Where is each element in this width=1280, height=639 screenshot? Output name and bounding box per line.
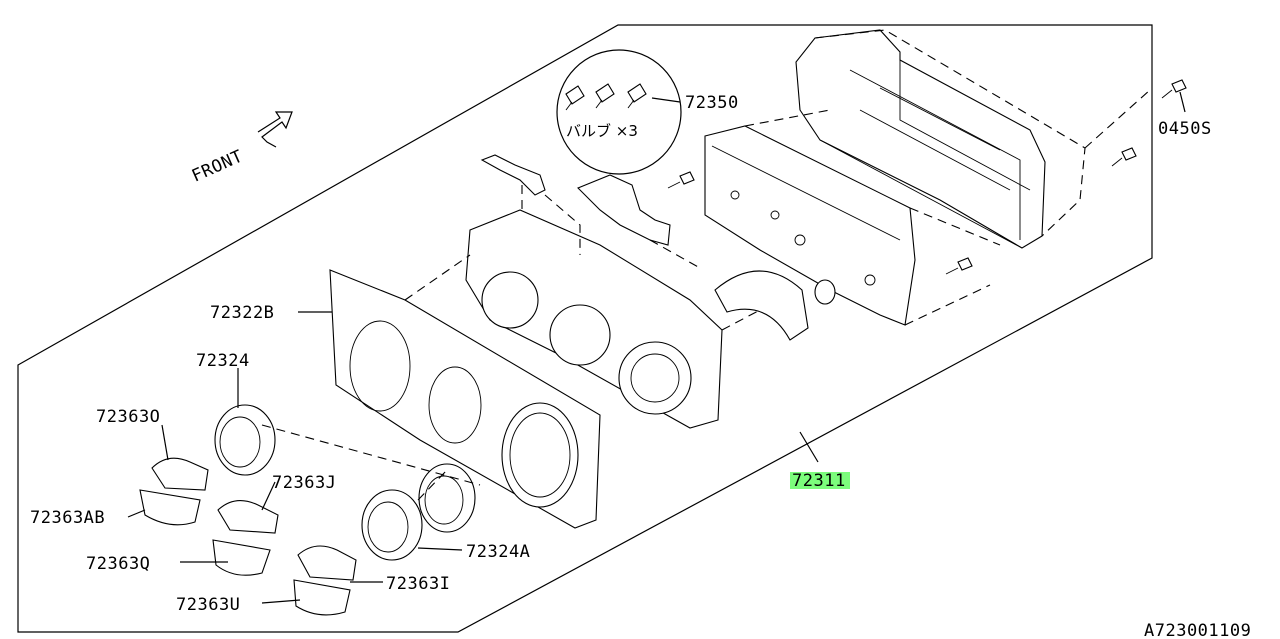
screw-icon bbox=[945, 257, 973, 275]
bracket bbox=[480, 154, 546, 196]
screw-icon bbox=[1111, 147, 1137, 167]
screw-icon bbox=[1161, 79, 1187, 99]
part-label-0450s: 0450S bbox=[1158, 119, 1212, 139]
screw-icon bbox=[667, 171, 695, 189]
knob-72363ab bbox=[139, 489, 201, 526]
knob-72363u bbox=[293, 579, 351, 616]
knob-ring-72324a bbox=[361, 489, 423, 561]
main-housing bbox=[465, 209, 723, 429]
knob-ring bbox=[418, 463, 476, 533]
drawing-id: A723001109 bbox=[1144, 621, 1251, 639]
bulb-note: バルブ ×3 bbox=[566, 122, 638, 140]
part-label-72311: 72311 bbox=[792, 471, 846, 491]
assembly-lines bbox=[261, 29, 1151, 501]
part-label-72322b: 72322B bbox=[210, 303, 274, 323]
assembly-boundary bbox=[17, 24, 1153, 633]
knob-72363i bbox=[297, 545, 357, 581]
front-arrow-icon bbox=[257, 111, 293, 148]
part-label-72363o: 72363O bbox=[96, 407, 160, 427]
knob-72363q bbox=[212, 539, 271, 576]
part-label-72363q: 72363Q bbox=[86, 554, 150, 574]
bulb-callout: バルブ ×3 bbox=[556, 49, 682, 175]
arc-panel bbox=[714, 270, 809, 341]
part-label-72363i: 72363I bbox=[386, 574, 450, 594]
knob-72363o bbox=[151, 457, 209, 491]
rear-housing bbox=[795, 29, 1046, 249]
part-label-72350: 72350 bbox=[685, 93, 739, 113]
leader-lines bbox=[127, 91, 1186, 604]
part-label-72363ab: 72363AB bbox=[30, 508, 105, 528]
washer bbox=[814, 279, 836, 305]
bracket bbox=[577, 174, 671, 246]
knob-72363j bbox=[217, 499, 279, 534]
bulb-icon bbox=[565, 85, 585, 111]
front-label: FRONT bbox=[189, 146, 246, 186]
bulb-icon bbox=[627, 83, 647, 109]
part-label-72324a: 72324A bbox=[466, 542, 530, 562]
front-indicator: FRONT bbox=[189, 111, 293, 187]
part-label-72363j: 72363J bbox=[272, 473, 336, 493]
knob-ring-72324 bbox=[214, 404, 276, 476]
part-highlight bbox=[790, 472, 850, 489]
bulb-icon bbox=[595, 83, 615, 109]
front-bezel bbox=[329, 269, 601, 529]
part-label-72363u: 72363U bbox=[176, 595, 240, 615]
circuit-panel bbox=[704, 125, 916, 326]
part-label-72324: 72324 bbox=[196, 351, 250, 371]
